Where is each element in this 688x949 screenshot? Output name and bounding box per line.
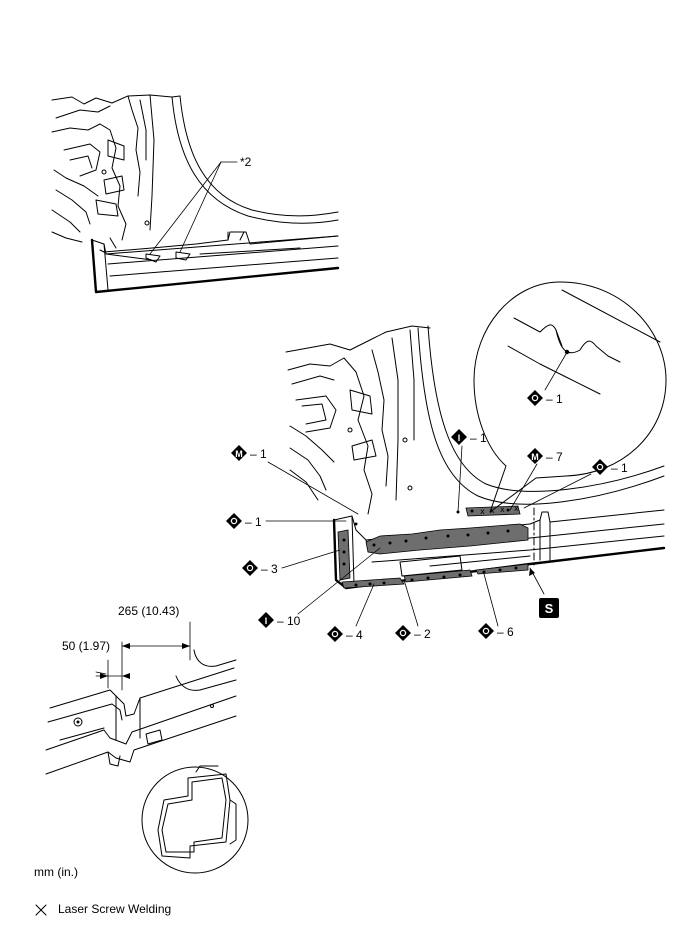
badge-s: S (539, 598, 559, 618)
svg-text:I: I (458, 433, 461, 443)
badge-o-1-bubble (527, 390, 543, 406)
dim-short-label: 50 (1.97) (62, 639, 110, 653)
callout-i1: 1 (480, 431, 487, 445)
svg-text:I: I (265, 616, 268, 626)
badge-o-1-left (226, 513, 242, 529)
callout-o4: 4 (356, 628, 363, 642)
callout-i1-dash: – (470, 431, 477, 445)
callout-i10-dash: – (277, 614, 284, 628)
callout-o3-dash: – (261, 562, 268, 576)
callout-m7-dash: – (546, 450, 553, 464)
badge-o-6 (478, 623, 494, 639)
badge-o-3 (242, 560, 258, 576)
callout-o4-dash: – (346, 628, 353, 642)
callout-o1-right-dash: – (611, 461, 618, 475)
cross-section-detail (141, 765, 249, 874)
units-note: mm (in.) (34, 865, 78, 879)
badge-m-1: M (231, 445, 247, 461)
callout-m1: 1 (260, 447, 267, 461)
callout-star2: *2 (240, 155, 252, 169)
callout-o6: 6 (507, 625, 514, 639)
svg-text:x: x (514, 504, 519, 513)
badge-i-10: I (258, 612, 274, 628)
callout-m1-dash: – (250, 447, 257, 461)
badge-o-4 (327, 626, 343, 642)
laser-weld-symbol (35, 904, 47, 916)
callout-o1-bubble-dash: – (546, 392, 553, 406)
badge-i-1: I (451, 429, 467, 445)
callout-o1-right: 1 (621, 461, 628, 475)
badge-m-7: M (527, 448, 543, 464)
callout-o1-left: 1 (255, 515, 262, 529)
callout-o6-dash: – (497, 625, 504, 639)
dimension-detail (45, 621, 237, 775)
callout-o1-bubble: 1 (556, 392, 563, 406)
callout-o2-dash: – (414, 627, 421, 641)
svg-text:x: x (480, 507, 485, 516)
callout-o1-left-dash: – (245, 515, 252, 529)
dim-long-label: 265 (10.43) (118, 604, 179, 618)
badge-o-1-right (592, 459, 608, 475)
svg-text:M: M (235, 449, 243, 459)
svg-text:M: M (531, 452, 539, 462)
callout-i10: 10 (287, 614, 301, 628)
legend-label: Laser Screw Welding (58, 902, 172, 916)
callout-o3: 3 (271, 562, 278, 576)
badge-o-2 (395, 625, 411, 641)
svg-text:x: x (500, 505, 505, 514)
svg-text:S: S (545, 601, 554, 616)
callout-m7: 7 (556, 450, 563, 464)
callout-o2: 2 (424, 627, 431, 641)
overview-illustration (51, 94, 340, 294)
